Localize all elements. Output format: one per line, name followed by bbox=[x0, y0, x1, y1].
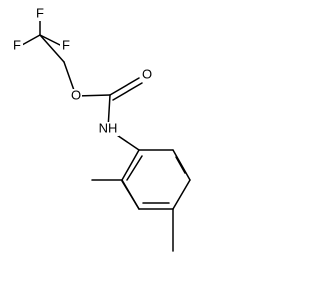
o-carbonyl-label: O bbox=[142, 66, 152, 81]
molecule-diagram: F F F O O NH bbox=[11, 5, 191, 252]
nh-bg bbox=[97, 122, 119, 136]
methyl-bond-2 bbox=[121, 180, 140, 210]
bond-cf3-ch2 bbox=[39, 34, 65, 63]
ring-bond-c2-c3 bbox=[172, 149, 191, 181]
ring-bond-c6-c1 bbox=[121, 149, 140, 181]
ring-bond-c3-c4 bbox=[172, 179, 191, 210]
o-ester-label: O bbox=[71, 87, 81, 102]
bond-carbonyl-o-1 bbox=[109, 77, 140, 96]
bond-cf3-f-right bbox=[39, 34, 61, 46]
ring-inner-double-3 bbox=[126, 155, 143, 181]
label-layer: F F F O O NH bbox=[11, 5, 153, 136]
f-left-bg bbox=[11, 39, 23, 53]
bond-cf3-f-left bbox=[21, 34, 41, 46]
f-right-bg bbox=[60, 39, 72, 53]
nh-label: NH bbox=[99, 120, 118, 135]
f-left-label: F bbox=[13, 37, 21, 52]
f-top-label: F bbox=[36, 5, 44, 20]
f-right-label: F bbox=[62, 37, 70, 52]
o-ester-bg bbox=[70, 89, 82, 103]
bond-carbonyl-o-2 bbox=[112, 82, 143, 101]
o-carbonyl-bg bbox=[141, 68, 153, 82]
structure-canvas: F F F O O NH bbox=[11, 5, 191, 252]
f-top-bg bbox=[34, 7, 46, 21]
ring-inner-double-1 bbox=[175, 156, 186, 174]
